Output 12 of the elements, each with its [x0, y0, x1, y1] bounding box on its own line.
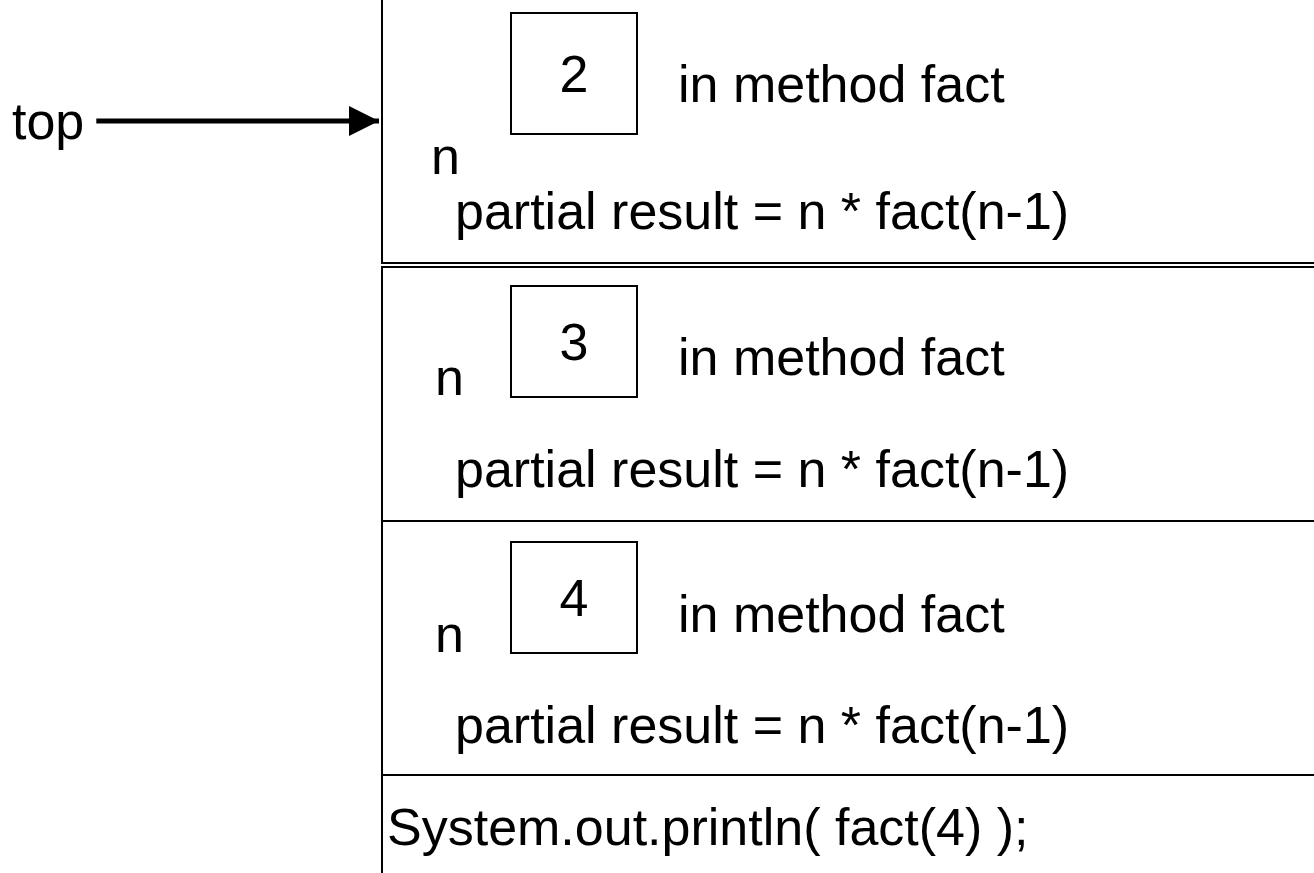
stack-frame [381, 266, 1314, 522]
value-box: 3 [510, 285, 638, 398]
variable-name: n [431, 130, 460, 182]
method-label: in method fact [678, 588, 1005, 640]
value-box: 2 [510, 12, 638, 135]
method-label: in method fact [678, 58, 1005, 110]
method-label: in method fact [678, 331, 1005, 383]
variable-name: n [435, 608, 464, 660]
variable-name: n [435, 351, 464, 403]
arrow [96, 106, 379, 136]
value-box: 4 [510, 541, 638, 654]
stack-frame [381, 0, 1314, 264]
